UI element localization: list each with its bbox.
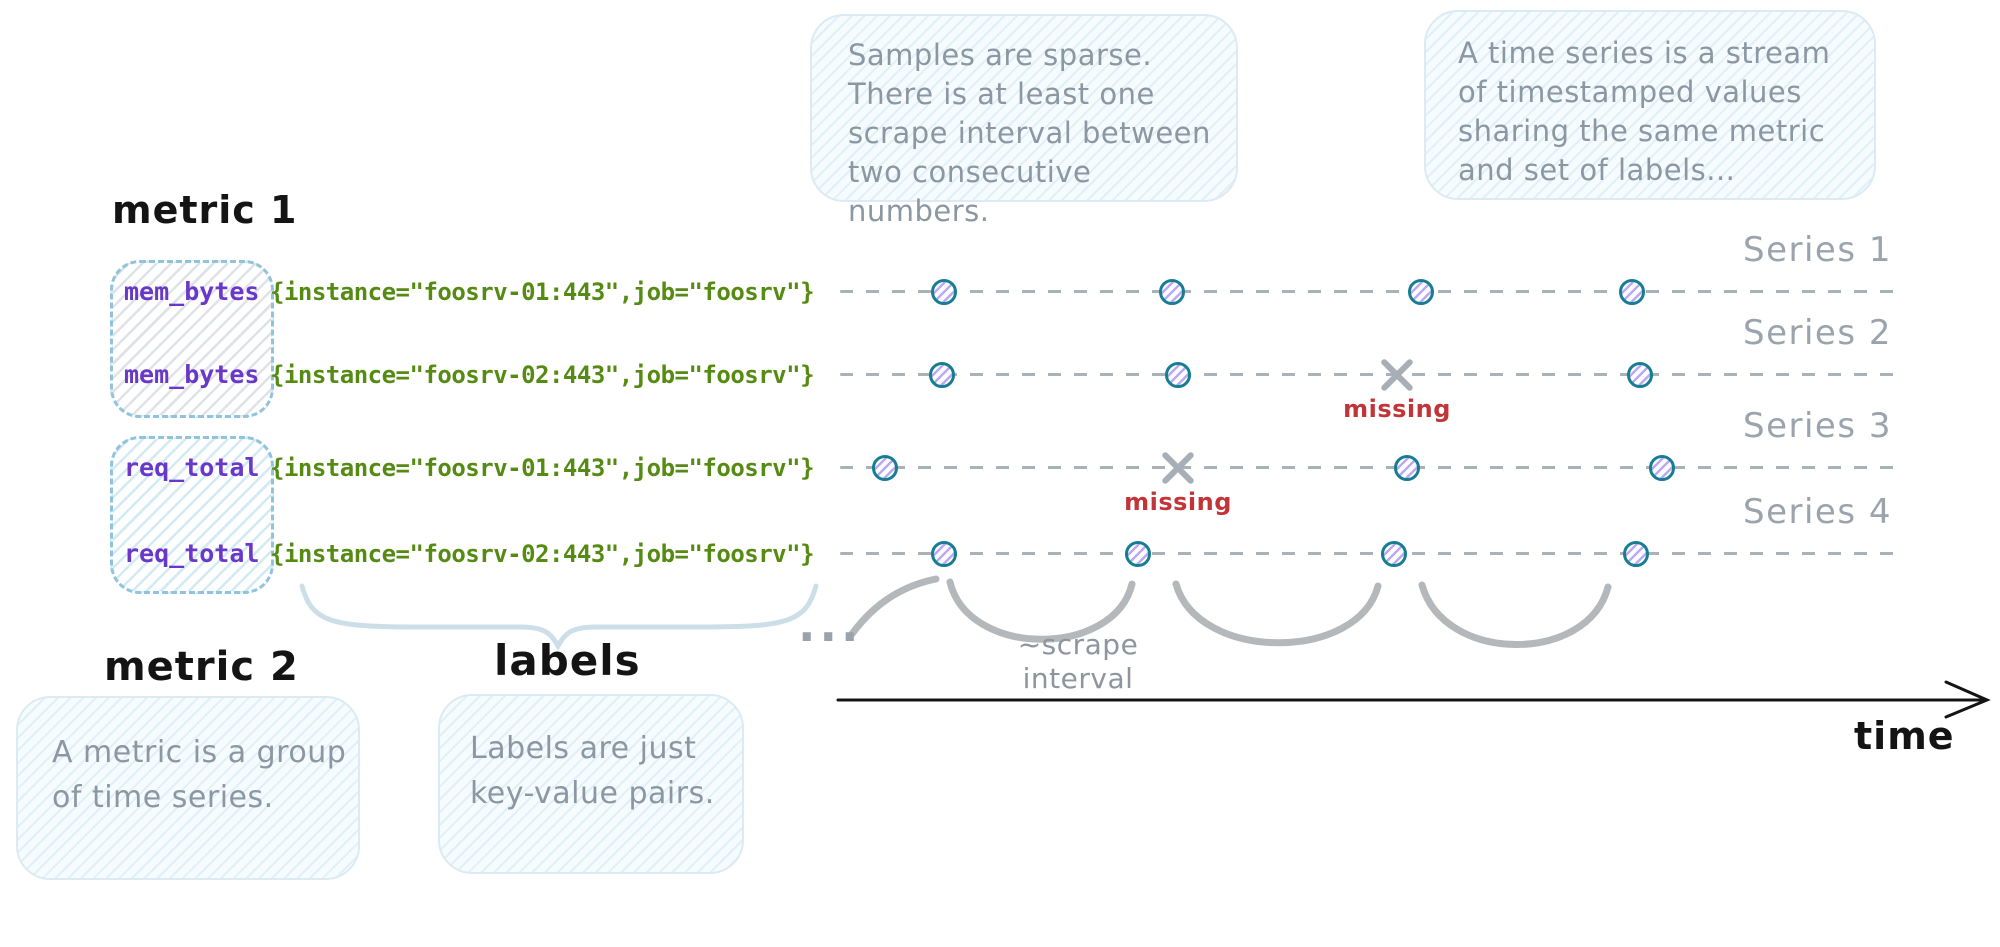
timeline-ellipsis: ... xyxy=(798,598,863,652)
note-metric-definition: A metric is a group of time series. xyxy=(16,696,360,880)
scrape-interval-label: ~scrape interval xyxy=(1017,628,1139,695)
label-set: {instance="foosrv-02:443",job="foosrv"} xyxy=(270,540,815,568)
heading-labels: labels xyxy=(494,636,641,685)
sample-dot xyxy=(1619,279,1645,305)
note-labels-definition: Labels are just key-value pairs. xyxy=(438,694,744,874)
sample-dot xyxy=(1381,541,1407,567)
sample-dot xyxy=(931,279,957,305)
missing-sample-x-icon xyxy=(1159,449,1197,487)
scrape-interval-arcs xyxy=(848,575,1612,648)
time-axis-label: time xyxy=(1854,714,1955,758)
metric-group-box-mem-bytes xyxy=(110,260,274,418)
sample-dot xyxy=(872,455,898,481)
series-label: Series 1 xyxy=(1743,230,1892,270)
sample-dot xyxy=(1165,362,1191,388)
sample-dot xyxy=(931,541,957,567)
heading-metric-1: metric 1 xyxy=(112,188,298,232)
missing-sample-label: missing xyxy=(1343,395,1451,423)
missing-sample-label: missing xyxy=(1124,488,1232,516)
sample-dot xyxy=(1125,541,1151,567)
sample-dot xyxy=(1159,279,1185,305)
note-samples-sparse: Samples are sparse. There is at least on… xyxy=(810,14,1238,228)
label-set: {instance="foosrv-01:443",job="foosrv"} xyxy=(270,278,815,306)
metric-group-box-req-total xyxy=(110,436,274,594)
series-label: Series 3 xyxy=(1743,406,1892,446)
metric-name: req_total xyxy=(124,539,260,568)
series-timeline xyxy=(840,373,1905,376)
time-axis-arrowhead xyxy=(1944,680,1991,719)
sample-dot xyxy=(1649,455,1675,481)
sample-dot xyxy=(1408,279,1434,305)
series-timeline xyxy=(840,552,1905,555)
sample-dot xyxy=(929,362,955,388)
series-label: Series 4 xyxy=(1743,492,1892,532)
metric-name: mem_bytes xyxy=(124,360,260,389)
sample-dot xyxy=(1623,541,1649,567)
note-time-series-definition: A time series is a stream of timestamped… xyxy=(1424,10,1876,200)
sample-dot xyxy=(1627,362,1653,388)
label-set: {instance="foosrv-01:443",job="foosrv"} xyxy=(270,454,815,482)
heading-metric-2: metric 2 xyxy=(104,644,299,690)
series-label: Series 2 xyxy=(1743,313,1892,353)
series-timeline xyxy=(840,466,1905,469)
metric-name: req_total xyxy=(124,453,260,482)
sample-dot xyxy=(1394,455,1420,481)
missing-sample-x-icon xyxy=(1378,356,1416,394)
label-set: {instance="foosrv-02:443",job="foosrv"} xyxy=(270,361,815,389)
series-timeline xyxy=(840,290,1905,293)
metric-name: mem_bytes xyxy=(124,277,260,306)
